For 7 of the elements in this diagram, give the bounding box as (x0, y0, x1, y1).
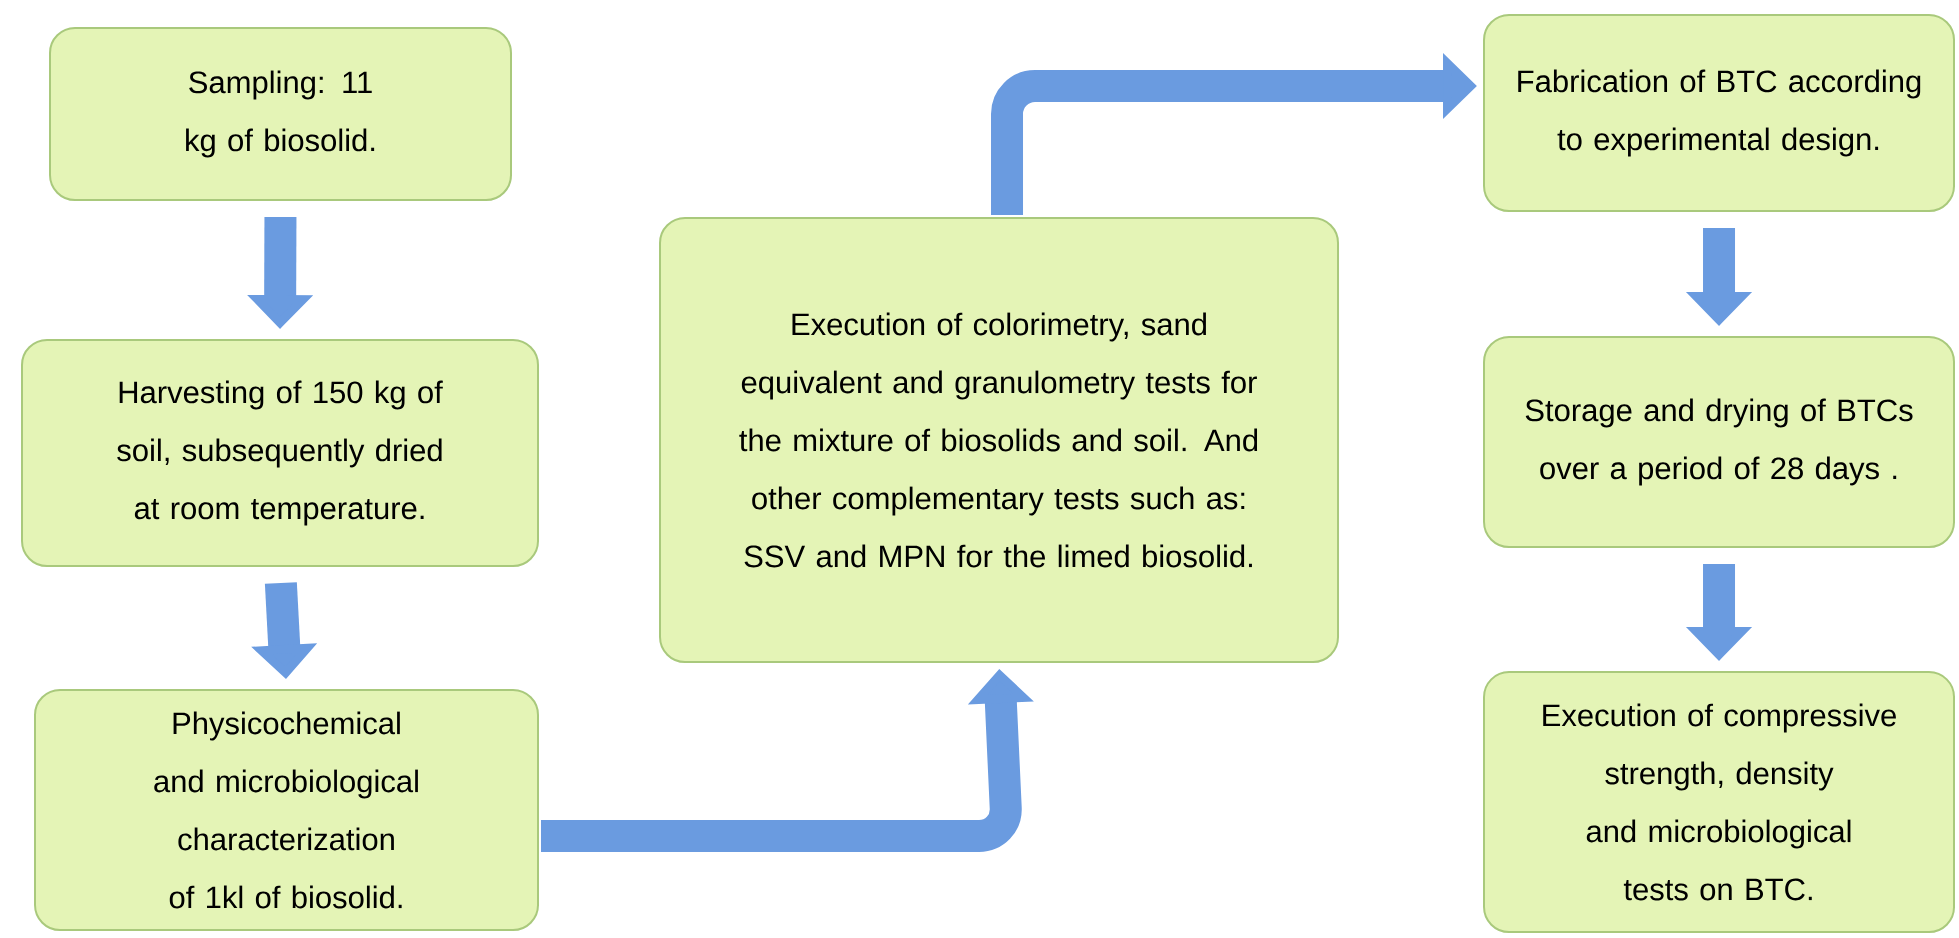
process-box: Fabrication of BTC according to experimental design. (1483, 14, 1955, 212)
process-box: Storage and drying of BTCs over a period of 28 days . (1483, 336, 1955, 548)
process-box: Execution of colorimetry, sand equivalent and granulometry tests for the mixture of biosolids and soil. And other complementary tests such as: SSV and MPN for the limed biosolid. (659, 217, 1339, 663)
process-box: Physicochemical and microbiological characterization of 1kl of biosolid. (34, 689, 539, 931)
process-box: Harvesting of 150 kg of soil, subsequently dried at room temperature. (21, 339, 539, 567)
process-box: Sampling: 11 kg of biosolid. (49, 27, 512, 201)
process-box: Execution of compressive strength, density and microbiological tests on BTC. (1483, 671, 1955, 933)
